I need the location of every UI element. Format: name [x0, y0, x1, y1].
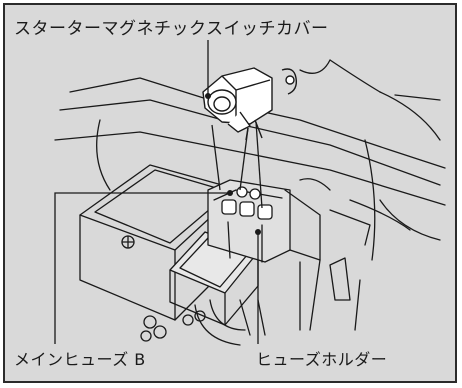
leader-lines	[54, 40, 263, 344]
starter-cover-part	[202, 67, 298, 141]
leader-dot-fuse-holder	[255, 229, 261, 235]
leader-main-fuse	[54, 192, 230, 344]
leader-dot-main-fuse	[227, 190, 233, 196]
callout-starter-magnetic-switch-cover: スターターマグネチックスイッチカバー	[14, 19, 329, 39]
callout-fuse-holder: ヒューズホルダー	[256, 350, 388, 369]
callout-main-fuse-b: メインヒューズ B	[14, 350, 146, 369]
leader-dot-cover	[205, 93, 211, 99]
